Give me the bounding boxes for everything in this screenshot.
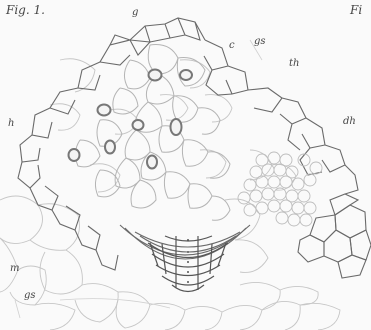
bottom-arcs [120,225,250,259]
faint-lines [15,40,262,318]
ring-cell-4 [133,120,144,130]
cell-dots [187,239,189,283]
figure-label-partial: Fi [350,4,362,16]
label-gs-bottom: gs [24,291,36,301]
label-g: g [132,8,138,18]
label-th: th [289,59,299,69]
lower-right-cells [298,194,371,278]
ring-cells [69,70,193,169]
figure-label: Fig. 1. [6,4,45,16]
label-h: h [8,119,14,129]
small-cell-cluster [238,152,322,226]
ring-cell-5 [171,119,182,135]
ring-cell-2 [180,70,192,80]
label-gs-top: gs [254,37,266,47]
ring-cell-1 [149,70,162,81]
label-dh: dh [343,117,356,127]
ring-cell-6 [105,141,115,154]
ring-cell-7 [69,149,80,161]
ring-cell-3 [98,105,111,116]
ring-cell-8 [147,156,157,169]
label-m: m [10,264,19,274]
apical-cell-grid [148,236,228,292]
label-c: c [229,41,235,51]
